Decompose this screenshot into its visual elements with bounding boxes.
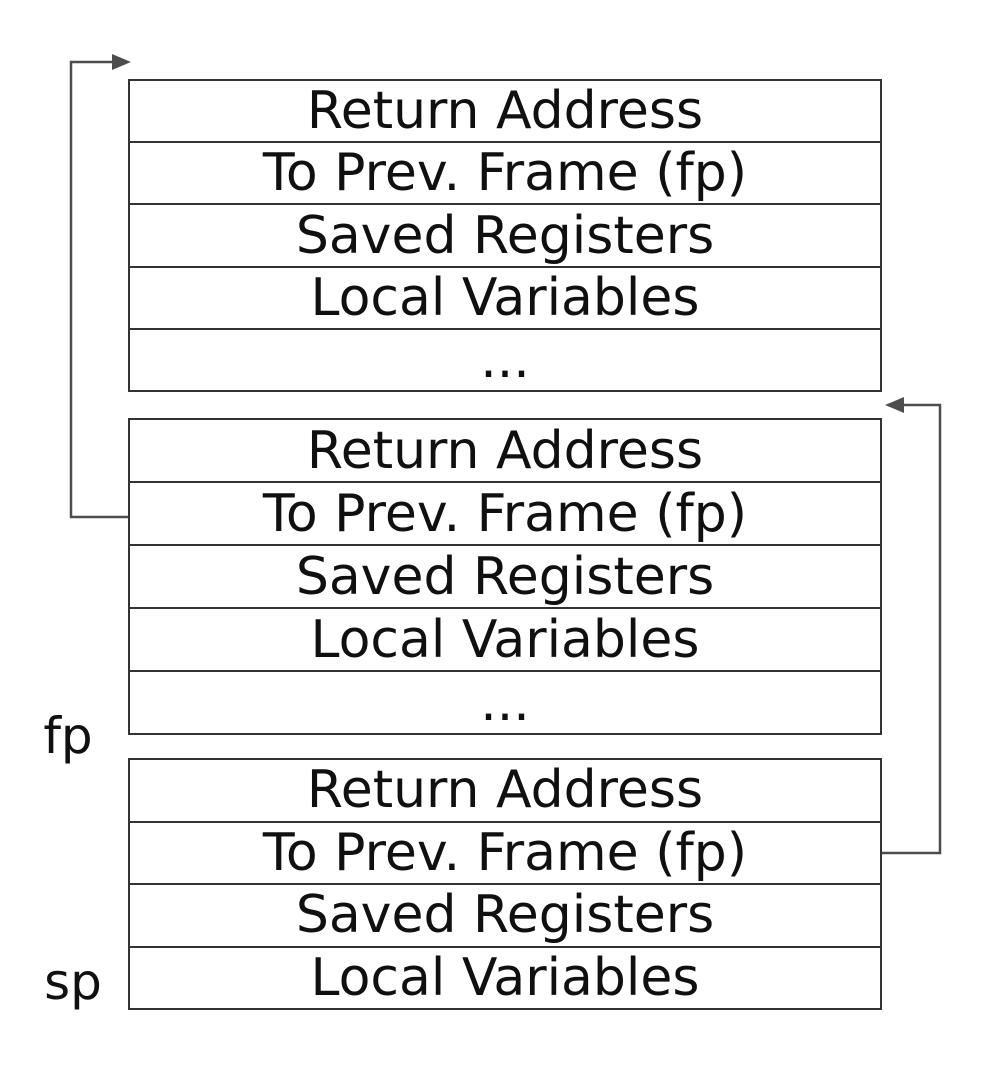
row-return-address: Return Address xyxy=(306,760,704,821)
stack-frame-2: Return Address To Prev. Frame (fp) Saved… xyxy=(128,418,882,735)
row-saved-registers: Saved Registers xyxy=(130,203,880,265)
row-saved-registers: Saved Registers xyxy=(130,883,880,946)
stack-frame-1: Return Address To Prev. Frame (fp) Saved… xyxy=(128,79,882,392)
fp-label: fp xyxy=(43,707,93,765)
fp-arrow-middle-frame-to-top-frame xyxy=(69,54,131,519)
row-to-prev-frame: To Prev. Frame (fp) xyxy=(130,820,880,884)
row-local-variables: Local Variables xyxy=(130,945,880,1009)
row-ellipsis: ... xyxy=(130,670,880,733)
row-to-prev-frame: To Prev. Frame (fp) xyxy=(130,141,880,203)
stack-frame-3: Return Address To Prev. Frame (fp) Saved… xyxy=(128,758,882,1010)
row-to-prev-frame: To Prev. Frame (fp) xyxy=(130,481,880,544)
row-return-address: Return Address xyxy=(306,420,704,481)
sp-label: sp xyxy=(44,953,102,1011)
row-return-address: Return Address xyxy=(306,81,704,142)
arrowhead-right-icon xyxy=(112,54,131,70)
row-saved-registers: Saved Registers xyxy=(130,544,880,607)
row-local-variables: Local Variables xyxy=(130,265,880,328)
row-local-variables: Local Variables xyxy=(130,607,880,670)
arrowhead-left-icon xyxy=(885,397,904,413)
row-ellipsis: ... xyxy=(130,327,880,390)
fp-arrow-bottom-frame-to-middle-frame xyxy=(882,397,942,855)
